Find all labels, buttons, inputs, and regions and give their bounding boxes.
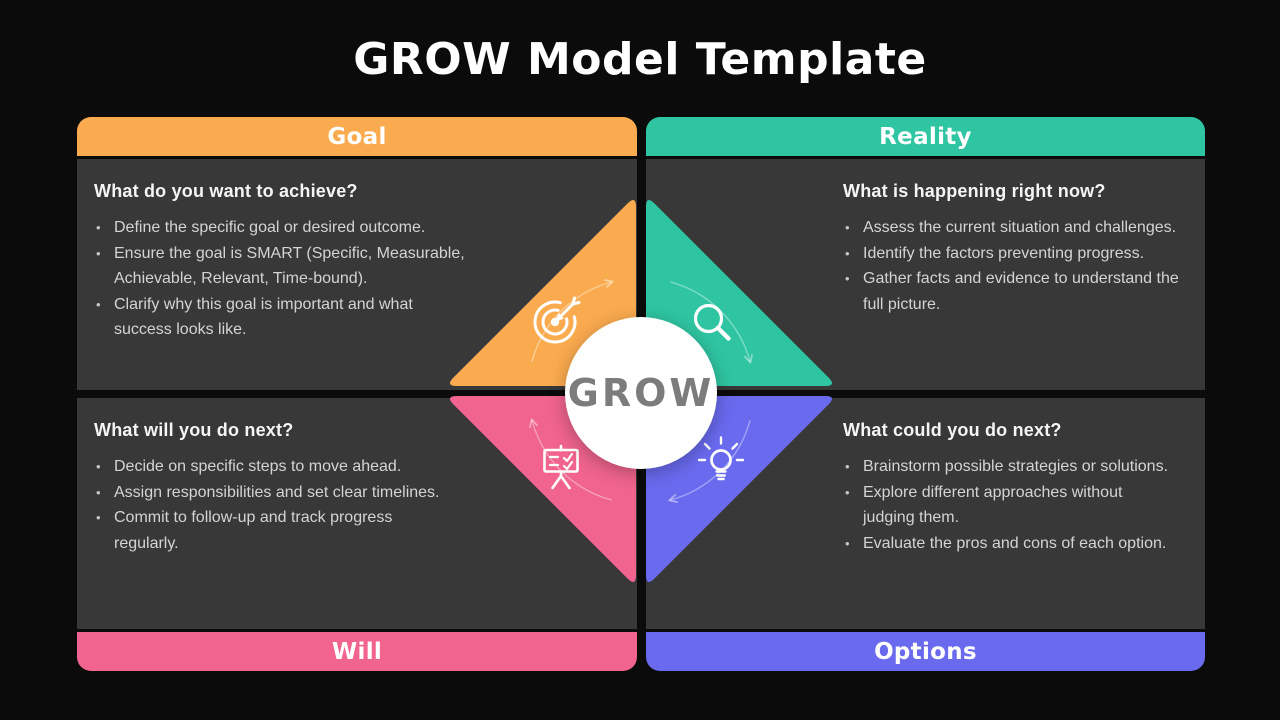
magnifier-icon bbox=[693, 303, 731, 341]
bullet-item: Evaluate the pros and cons of each optio… bbox=[843, 531, 1173, 557]
bullet-item: Gather facts and evidence to understand … bbox=[843, 266, 1183, 317]
will-bullet-list: Decide on specific steps to move ahead. … bbox=[94, 454, 456, 556]
reality-question: What is happening right now? bbox=[843, 181, 1106, 201]
options-bullet-list: Brainstorm possible strategies or soluti… bbox=[843, 454, 1173, 556]
bullet-item: Define the specific goal or desired outc… bbox=[94, 215, 466, 241]
goal-question: What do you want to achieve? bbox=[94, 181, 358, 201]
grow-center-circle: GROW bbox=[565, 317, 717, 469]
bullet-item: Brainstorm possible strategies or soluti… bbox=[843, 454, 1173, 480]
bullet-item: Ensure the goal is SMART (Specific, Meas… bbox=[94, 241, 466, 292]
options-question: What could you do next? bbox=[843, 420, 1062, 440]
bullet-item: Commit to follow-up and track progress r… bbox=[94, 505, 456, 556]
reality-bullet-list: Assess the current situation and challen… bbox=[843, 215, 1183, 317]
bullet-item: Clarify why this goal is important and w… bbox=[94, 292, 466, 343]
options-footer-label: Options bbox=[874, 638, 977, 665]
bullet-item: Assign responsibilities and set clear ti… bbox=[94, 480, 456, 506]
presentation-board-icon bbox=[543, 444, 579, 490]
will-question: What will you do next? bbox=[94, 420, 294, 440]
will-footer-label: Will bbox=[331, 638, 383, 665]
bullet-item: Assess the current situation and challen… bbox=[843, 215, 1183, 241]
options-content: What could you do next? Brainstorm possi… bbox=[843, 420, 1173, 556]
goal-card-body: What do you want to achieve? Define the … bbox=[77, 159, 637, 390]
goal-header-bar: Goal bbox=[77, 117, 637, 156]
slide-title: GROW Model Template bbox=[353, 34, 927, 85]
reality-header-bar: Reality bbox=[646, 117, 1205, 156]
goal-content: What do you want to achieve? Define the … bbox=[94, 181, 466, 343]
options-footer-bar: Options bbox=[646, 632, 1205, 671]
target-icon bbox=[533, 296, 581, 344]
flow-arrow-goal-to-reality bbox=[531, 279, 614, 362]
goal-bullet-list: Define the specific goal or desired outc… bbox=[94, 215, 466, 343]
goal-header-label: Goal bbox=[327, 123, 387, 150]
will-content: What will you do next? Decide on specifi… bbox=[94, 420, 456, 556]
reality-header-label: Reality bbox=[879, 123, 972, 150]
will-footer-bar: Will bbox=[77, 632, 637, 671]
bullet-item: Identify the factors preventing progress… bbox=[843, 241, 1183, 267]
lightbulb-icon bbox=[697, 436, 745, 481]
bullet-item: Explore different approaches without jud… bbox=[843, 480, 1173, 531]
bullet-item: Decide on specific steps to move ahead. bbox=[94, 454, 456, 480]
grow-center-label: GROW bbox=[567, 371, 715, 415]
reality-content: What is happening right now? Assess the … bbox=[843, 181, 1183, 317]
